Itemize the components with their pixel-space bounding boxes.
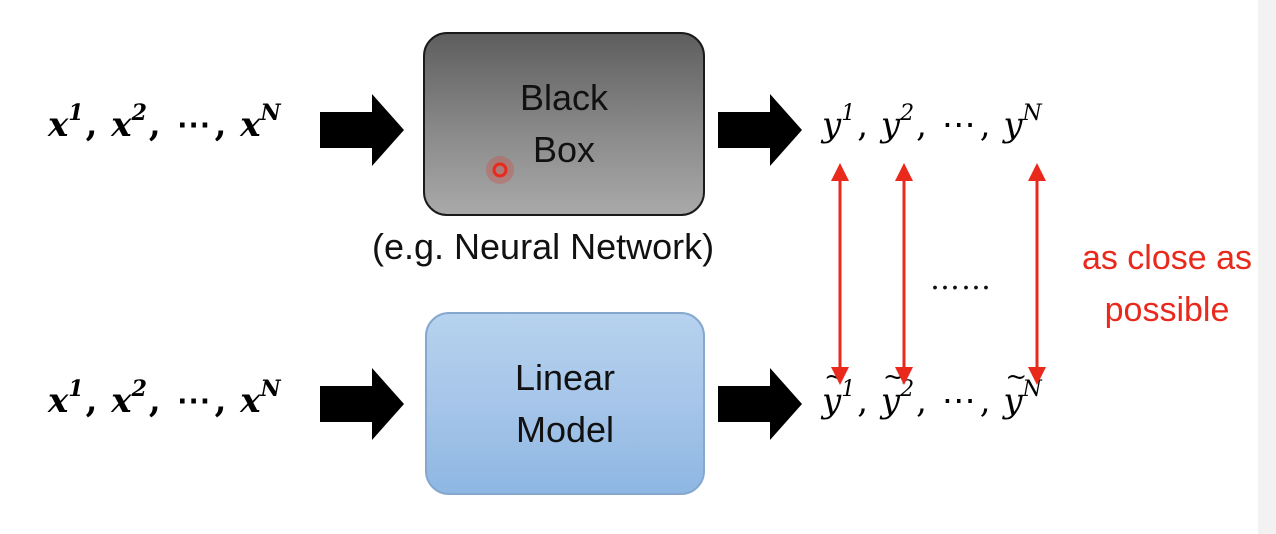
linear-model-label-line1: Linear bbox=[514, 356, 616, 398]
laser-pointer-ring bbox=[492, 162, 508, 178]
output-sequence-top: y1, y2, ⋯, yN bbox=[822, 101, 1042, 145]
black-box-caption: (e.g. Neural Network) bbox=[372, 226, 715, 267]
input-sequence-top: x1, x2, ⋯, xN bbox=[48, 100, 281, 145]
comparison-note: as close as possible bbox=[1062, 232, 1272, 336]
linear-model-box: Linear Model bbox=[425, 312, 705, 495]
comparison-ellipsis: …… bbox=[930, 262, 992, 297]
comparison-note-line2: possible bbox=[1104, 291, 1230, 329]
arrow-black-box-to-output bbox=[718, 94, 802, 166]
input-sequence-bottom: x1, x2, ⋯, xN bbox=[48, 376, 281, 421]
linear-model-label-line2: Model bbox=[515, 408, 615, 450]
black-box-label-line2: Box bbox=[532, 129, 596, 170]
arrow-linear-model-to-output bbox=[718, 368, 802, 440]
comparison-note-line1: as close as bbox=[1081, 239, 1253, 277]
arrow-input-to-black-box bbox=[320, 94, 404, 166]
arrow-input-to-linear-model bbox=[320, 368, 404, 440]
black-box-label-line1: Black bbox=[519, 77, 609, 118]
right-edge-strip bbox=[1258, 0, 1276, 534]
black-box: Black Box bbox=[423, 32, 705, 216]
laser-pointer-icon bbox=[486, 156, 514, 184]
